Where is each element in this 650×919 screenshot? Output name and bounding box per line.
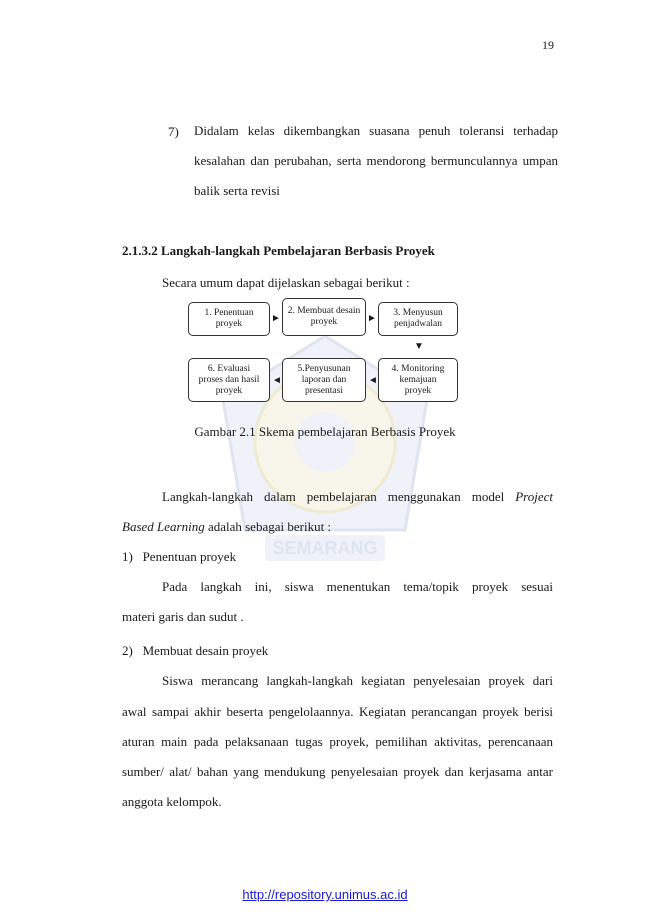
- arrow-down-icon: ▼: [414, 341, 424, 352]
- item7-line3: balik serta revisi: [194, 183, 280, 198]
- step2-line5: anggota kelompok.: [122, 794, 222, 809]
- section-heading: 2.1.3.2 Langkah-langkah Pembelajaran Ber…: [122, 243, 435, 258]
- step1-line2: materi garis dan sudut .: [122, 609, 244, 624]
- step2-line3: aturan main pada pelaksanaan tugas proye…: [122, 734, 553, 749]
- step2-title: 2) Membuat desain proyek: [122, 643, 269, 658]
- arrow-right-icon: ►: [271, 313, 281, 324]
- repository-link[interactable]: http://repository.unimus.ac.id: [242, 887, 408, 902]
- arrow-left-icon: ◄: [272, 375, 282, 386]
- arrow-right-icon: ►: [367, 313, 377, 324]
- arrow-left-icon: ◄: [368, 375, 378, 386]
- item7-line2: kesalahan dan perubahan, serta mendorong…: [194, 153, 558, 168]
- step2-line2: awal sampai akhir beserta pengelolaannya…: [122, 704, 553, 719]
- figure-caption: Gambar 2.1 Skema pembelajaran Berbasis P…: [194, 424, 456, 439]
- step2-line1: Siswa merancang langkah-langkah kegiatan…: [162, 673, 553, 688]
- page-number: 19: [542, 38, 554, 52]
- pbl-intro-line1: Langkah-langkah dalam pembelajaran mengg…: [162, 489, 554, 504]
- step2-line4: sumber/ alat/ bahan yang mendukung penye…: [122, 764, 553, 779]
- step1-line1: Pada langkah ini, siswa menentukan tema/…: [162, 579, 553, 594]
- list-marker-7: 7): [168, 124, 179, 139]
- pbl-intro-line2: Based Learning adalah sebagai berikut :: [122, 519, 332, 534]
- section-intro: Secara umum dapat dijelaskan sebagai ber…: [162, 275, 410, 290]
- step1-title: 1) Penentuan proyek: [122, 549, 237, 564]
- item7-line1: Didalam kelas dikembangkan suasana penuh…: [194, 123, 558, 138]
